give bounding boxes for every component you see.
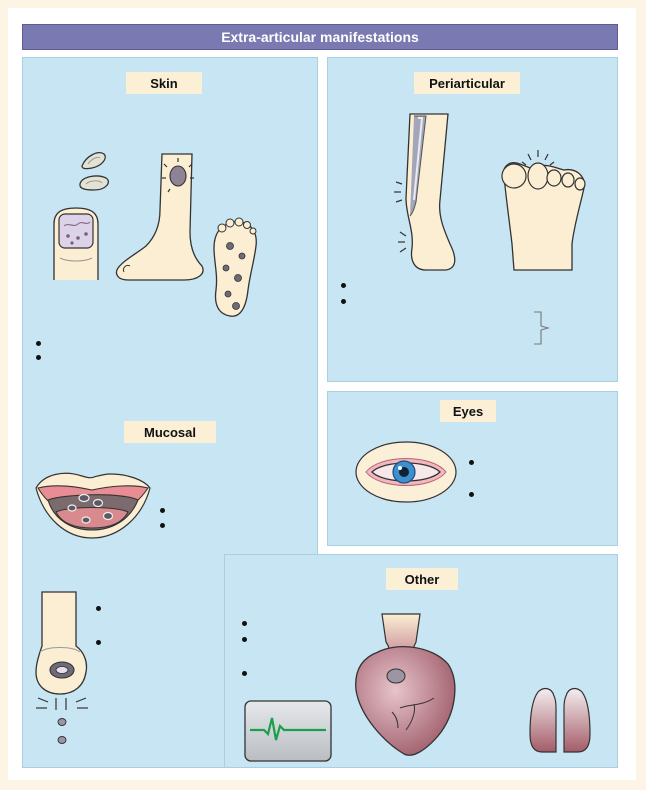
skin-scale-icon [79, 152, 109, 191]
eyes-bullet-2 [469, 492, 474, 497]
foot-lesion-icon [115, 153, 204, 281]
sole-lesions-icon [213, 217, 257, 317]
mucosal-bullet-3 [96, 606, 101, 611]
other-bullet-1 [242, 621, 247, 626]
penis-lesion-icon [35, 591, 88, 744]
periarticular-bullet-1 [341, 283, 346, 288]
other-bullet-2 [242, 637, 247, 642]
skin-bullet-2 [36, 355, 41, 360]
heel-tendon-icon [394, 113, 456, 271]
section-label-skin: Skin [126, 72, 202, 94]
mucosal-bullet-2 [160, 523, 165, 528]
eyes-bullet-1 [469, 460, 474, 465]
periarticular-bullet-2 [341, 299, 346, 304]
heart-icon [355, 613, 456, 756]
figure-title: Extra-articular manifestations [22, 24, 618, 50]
red-eye-icon [355, 441, 457, 503]
periarticular-bracket [534, 311, 551, 345]
toes-dactylitis-icon [501, 150, 586, 271]
mucosal-bullet-1 [160, 508, 165, 513]
mouth-ulcers-icon [35, 472, 151, 539]
mucosal-bullet-4 [96, 640, 101, 645]
ecg-monitor-icon [244, 700, 332, 762]
lungs-icon [529, 687, 591, 753]
section-label-other: Other [386, 568, 458, 590]
other-bullet-3 [242, 671, 247, 676]
nail-pitting-icon [53, 207, 99, 280]
section-label-eyes: Eyes [440, 400, 496, 422]
section-label-mucosal: Mucosal [124, 421, 216, 443]
section-label-periarticular: Periarticular [414, 72, 520, 94]
skin-bullet-1 [36, 341, 41, 346]
